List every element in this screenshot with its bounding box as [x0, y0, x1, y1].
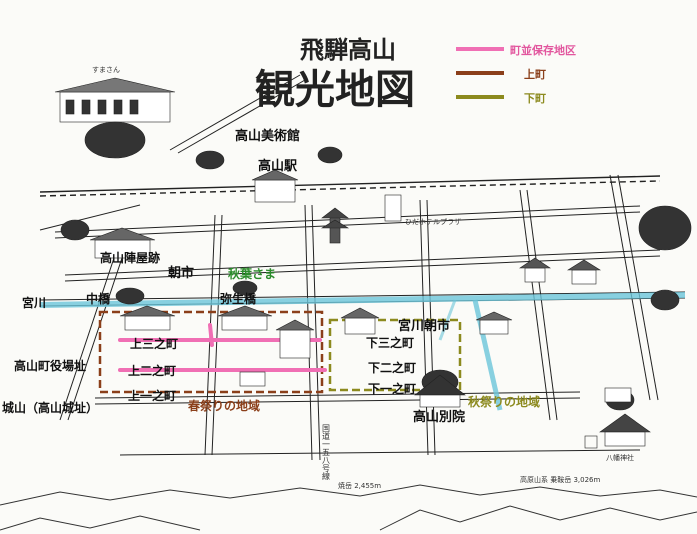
label-station: 高山駅 — [258, 158, 298, 174]
label-miyagawa-asaichi: 宮川朝市 — [398, 318, 450, 334]
label-spring-festival: 春祭りの地域 — [187, 398, 260, 413]
label-small-shop: すまさん — [92, 66, 120, 74]
tree-icon — [650, 289, 680, 311]
jinya-building-icon — [89, 227, 156, 259]
title-line1: 飛騨高山 — [300, 36, 396, 64]
temple-building-icon — [519, 257, 602, 285]
shrine-building-icon — [584, 413, 651, 449]
kamimachi-district — [98, 310, 324, 394]
label-shimo2: 下二之町 — [368, 360, 416, 375]
shimomachi-houses-icon — [340, 307, 513, 335]
label-kami2: 上二之町 — [128, 363, 176, 378]
legend-label-shimomachi: 下町 — [524, 92, 546, 105]
shimomachi-district — [328, 318, 462, 392]
label-jinya-office: 高山町役場址 — [14, 358, 86, 373]
tree-icon — [60, 219, 90, 241]
label-shimo1: 下一之町 — [368, 381, 416, 396]
old-house-icon — [54, 77, 176, 123]
label-jinya-ruins: 高山陣屋跡 — [100, 250, 160, 265]
kamimachi-houses-icon — [119, 305, 315, 387]
label-kami1: 上一之町 — [128, 388, 176, 403]
label-nakabashi: 中橋 — [86, 291, 111, 306]
label-castle: 城山（高山城址） — [2, 400, 98, 415]
station-building-icon — [251, 169, 299, 203]
hotel-icon — [384, 194, 402, 222]
label-national-route: 国道一五八号線 — [322, 424, 331, 480]
label-autumn-festival: 秋祭りの地域 — [468, 394, 540, 409]
mountain-range — [0, 484, 697, 531]
tree-icon — [195, 150, 225, 170]
label-miyagawa: 宮川 — [22, 295, 46, 310]
landmark-sketches — [54, 77, 692, 449]
label-betsuin: 高山別院 — [413, 409, 465, 425]
label-mountain-ridge: 焼岳 2,455m — [338, 481, 381, 490]
label-shrine: 八幡神社 — [606, 453, 634, 462]
label-shimo3: 下三之町 — [366, 335, 414, 350]
tree-icon — [84, 121, 146, 159]
label-asaichi: 朝市 — [168, 265, 194, 281]
tree-icon — [638, 205, 692, 251]
title-line2: 観光地図 — [255, 67, 415, 113]
label-kami3: 上三之町 — [130, 336, 178, 351]
label-akiba: 秋葉さま — [228, 266, 276, 281]
label-museum: 高山美術館 — [235, 128, 300, 144]
legend-label-preservation: 町並保存地区 — [510, 43, 576, 57]
tree-icon — [115, 287, 145, 305]
label-mountains: 高原山系 乗鞍岳 3,026m — [520, 475, 600, 484]
tree-icon — [232, 280, 258, 296]
tree-icon — [317, 146, 343, 164]
kanjo-building-icon — [604, 387, 632, 403]
legend-label-kamimachi: 上町 — [524, 67, 546, 81]
legend: 町並保存地区 上町 下町 — [456, 43, 576, 105]
label-station-plaza: ひだホテルプラザ — [405, 218, 461, 226]
betsuin-building-icon — [414, 374, 466, 408]
pagoda-icon — [320, 207, 350, 244]
label-yayoibashi: 弥生橋 — [220, 291, 257, 306]
